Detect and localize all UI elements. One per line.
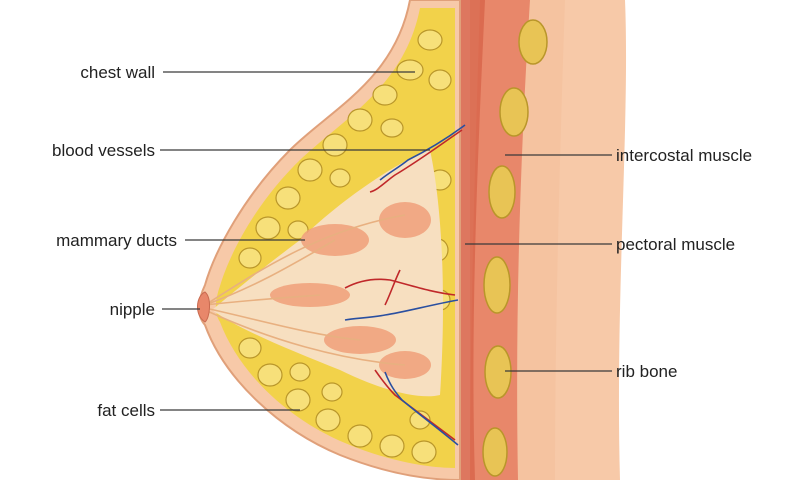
fat-cell [348, 109, 372, 131]
fat-cell [381, 119, 403, 137]
fat-cell [239, 248, 261, 268]
fat-cell [348, 425, 372, 447]
fat-cell [322, 383, 342, 401]
label-nipple: nipple [110, 300, 155, 319]
rib [489, 166, 515, 218]
fat-cell [418, 30, 442, 50]
rib [484, 257, 510, 313]
fat-cell [256, 217, 280, 239]
fat-cell [429, 70, 451, 90]
gland-lobule [379, 202, 431, 238]
rib [483, 428, 507, 476]
fat-cell [412, 441, 436, 463]
fat-cell [380, 435, 404, 457]
rib [485, 346, 511, 398]
nipple-shape [197, 292, 209, 322]
label-fat-cells: fat cells [97, 401, 155, 420]
fat-cell [290, 363, 310, 381]
fat-cell [239, 338, 261, 358]
label-pectoral-muscle: pectoral muscle [616, 235, 735, 254]
label-mammary-ducts: mammary ducts [56, 231, 177, 250]
fat-cell [298, 159, 322, 181]
fat-cell [323, 134, 347, 156]
fat-cell [397, 60, 423, 80]
fat-cell [330, 169, 350, 187]
label-rib-bone: rib bone [616, 362, 677, 381]
rib [519, 20, 547, 64]
label-intercostal-muscle: intercostal muscle [616, 146, 752, 165]
fat-cell [286, 389, 310, 411]
fat-cell [276, 187, 300, 209]
fat-cell [373, 85, 397, 105]
fat-cell [258, 364, 282, 386]
label-chest-wall: chest wall [80, 63, 155, 82]
label-blood-vessels: blood vessels [52, 141, 155, 160]
rib [500, 88, 528, 136]
fat-cell [316, 409, 340, 431]
